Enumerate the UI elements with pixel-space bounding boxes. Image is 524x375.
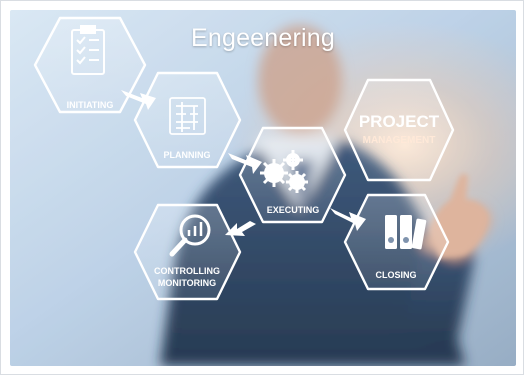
- arrow-controlling-executing: [225, 221, 256, 236]
- image-title: Engeenering: [191, 24, 335, 52]
- flow-arrows: [121, 90, 366, 236]
- clipboard-checklist-icon: [71, 25, 105, 75]
- magnifier-chart-icon: [169, 214, 211, 257]
- engineering-photo: INITIATING PLANNING EXECUTING CONTROLLIN…: [10, 10, 516, 366]
- label-monitoring: MONITORING: [158, 278, 216, 288]
- label-executing: EXECUTING: [267, 205, 320, 215]
- project-management-illustration: INITIATING PLANNING EXECUTING CONTROLLIN…: [10, 10, 516, 366]
- hex-controlling: [133, 203, 242, 301]
- label-planning: PLANNING: [164, 150, 211, 160]
- label-closing: CLOSING: [375, 270, 416, 280]
- label-project: PROJECT: [359, 112, 440, 131]
- blueprint-chart-icon: [169, 97, 206, 135]
- gears-icon: [260, 150, 308, 193]
- hex-planning: [133, 71, 242, 169]
- label-initiating: INITIATING: [67, 100, 114, 110]
- hex-initiating: [33, 16, 147, 114]
- arrow-executing-to-closing: [330, 208, 366, 231]
- hex-project-management: [343, 78, 455, 182]
- label-controlling: CONTROLLING: [154, 266, 220, 276]
- hex-executing: [238, 126, 347, 224]
- label-management: MANAGEMENT: [363, 135, 436, 146]
- arrow-initiating-to-planning: [121, 90, 156, 110]
- binders-icon: [385, 215, 427, 250]
- arrow-planning-to-executing: [228, 153, 262, 174]
